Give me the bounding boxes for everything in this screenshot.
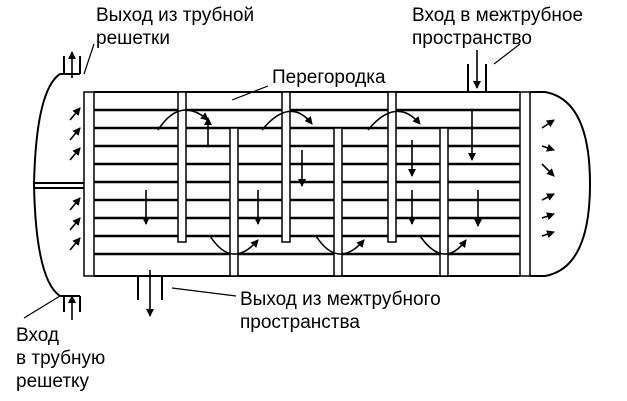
baffle-2 — [229, 127, 239, 277]
right-head — [530, 91, 592, 277]
baffle-5 — [387, 91, 397, 243]
baffle-1 — [177, 91, 187, 243]
tube-inlet-label: Вход в трубную решетку — [16, 325, 106, 392]
baffle-4 — [333, 127, 343, 277]
left-head — [32, 73, 80, 297]
baffle-6 — [439, 127, 449, 277]
left-tube-sheet — [83, 91, 95, 277]
tube-bundle — [94, 108, 520, 256]
baffle-3 — [281, 91, 291, 243]
right-tube-sheet — [519, 91, 531, 277]
shell-outlet-label: Выход из межтрубного пространства — [240, 289, 441, 333]
shell-inlet-label: Вход в межтрубное пространство — [412, 5, 584, 49]
tube-outlet-label: Выход из трубной решетки — [96, 5, 255, 49]
baffle-label: Перегородка — [272, 67, 386, 88]
